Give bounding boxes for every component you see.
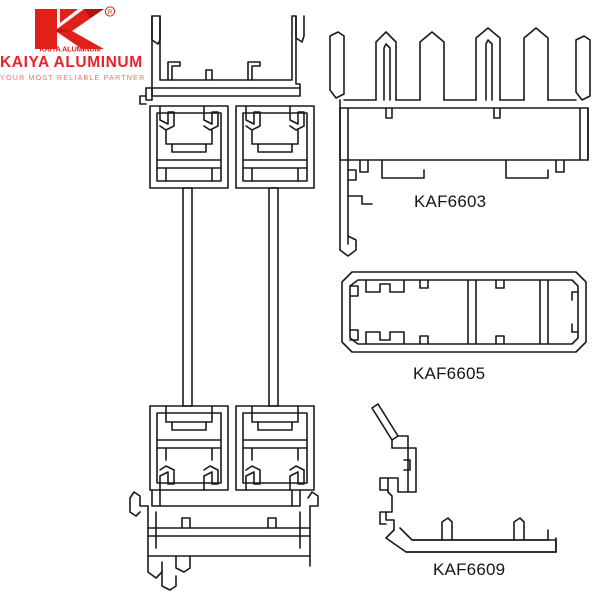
kaf6605-profile-drawing [341,271,587,353]
brand-tagline: YOUR MOST RELIABLE PARTNER [0,73,146,82]
assembly-drawing [129,15,319,591]
svg-text:R: R [108,10,113,16]
kaf6609-profile-drawing [371,403,557,553]
kaf6603-profile-drawing [329,27,591,257]
profile-caption-kaf6603: KAF6603 [414,192,487,211]
brand-name: KAIYA ALUMINUM [0,54,143,71]
profile-caption-kaf6605: KAF6605 [413,364,486,383]
kaiya-k-monogram-icon: R KAIYA ALUMINUM [0,4,146,54]
brand-logo-block: R KAIYA ALUMINUM KAIYA ALUMINUM YOUR MOS… [0,4,146,90]
svg-text:KAIYA ALUMINUM: KAIYA ALUMINUM [39,45,100,54]
profile-caption-kaf6609: KAF6609 [433,560,506,579]
